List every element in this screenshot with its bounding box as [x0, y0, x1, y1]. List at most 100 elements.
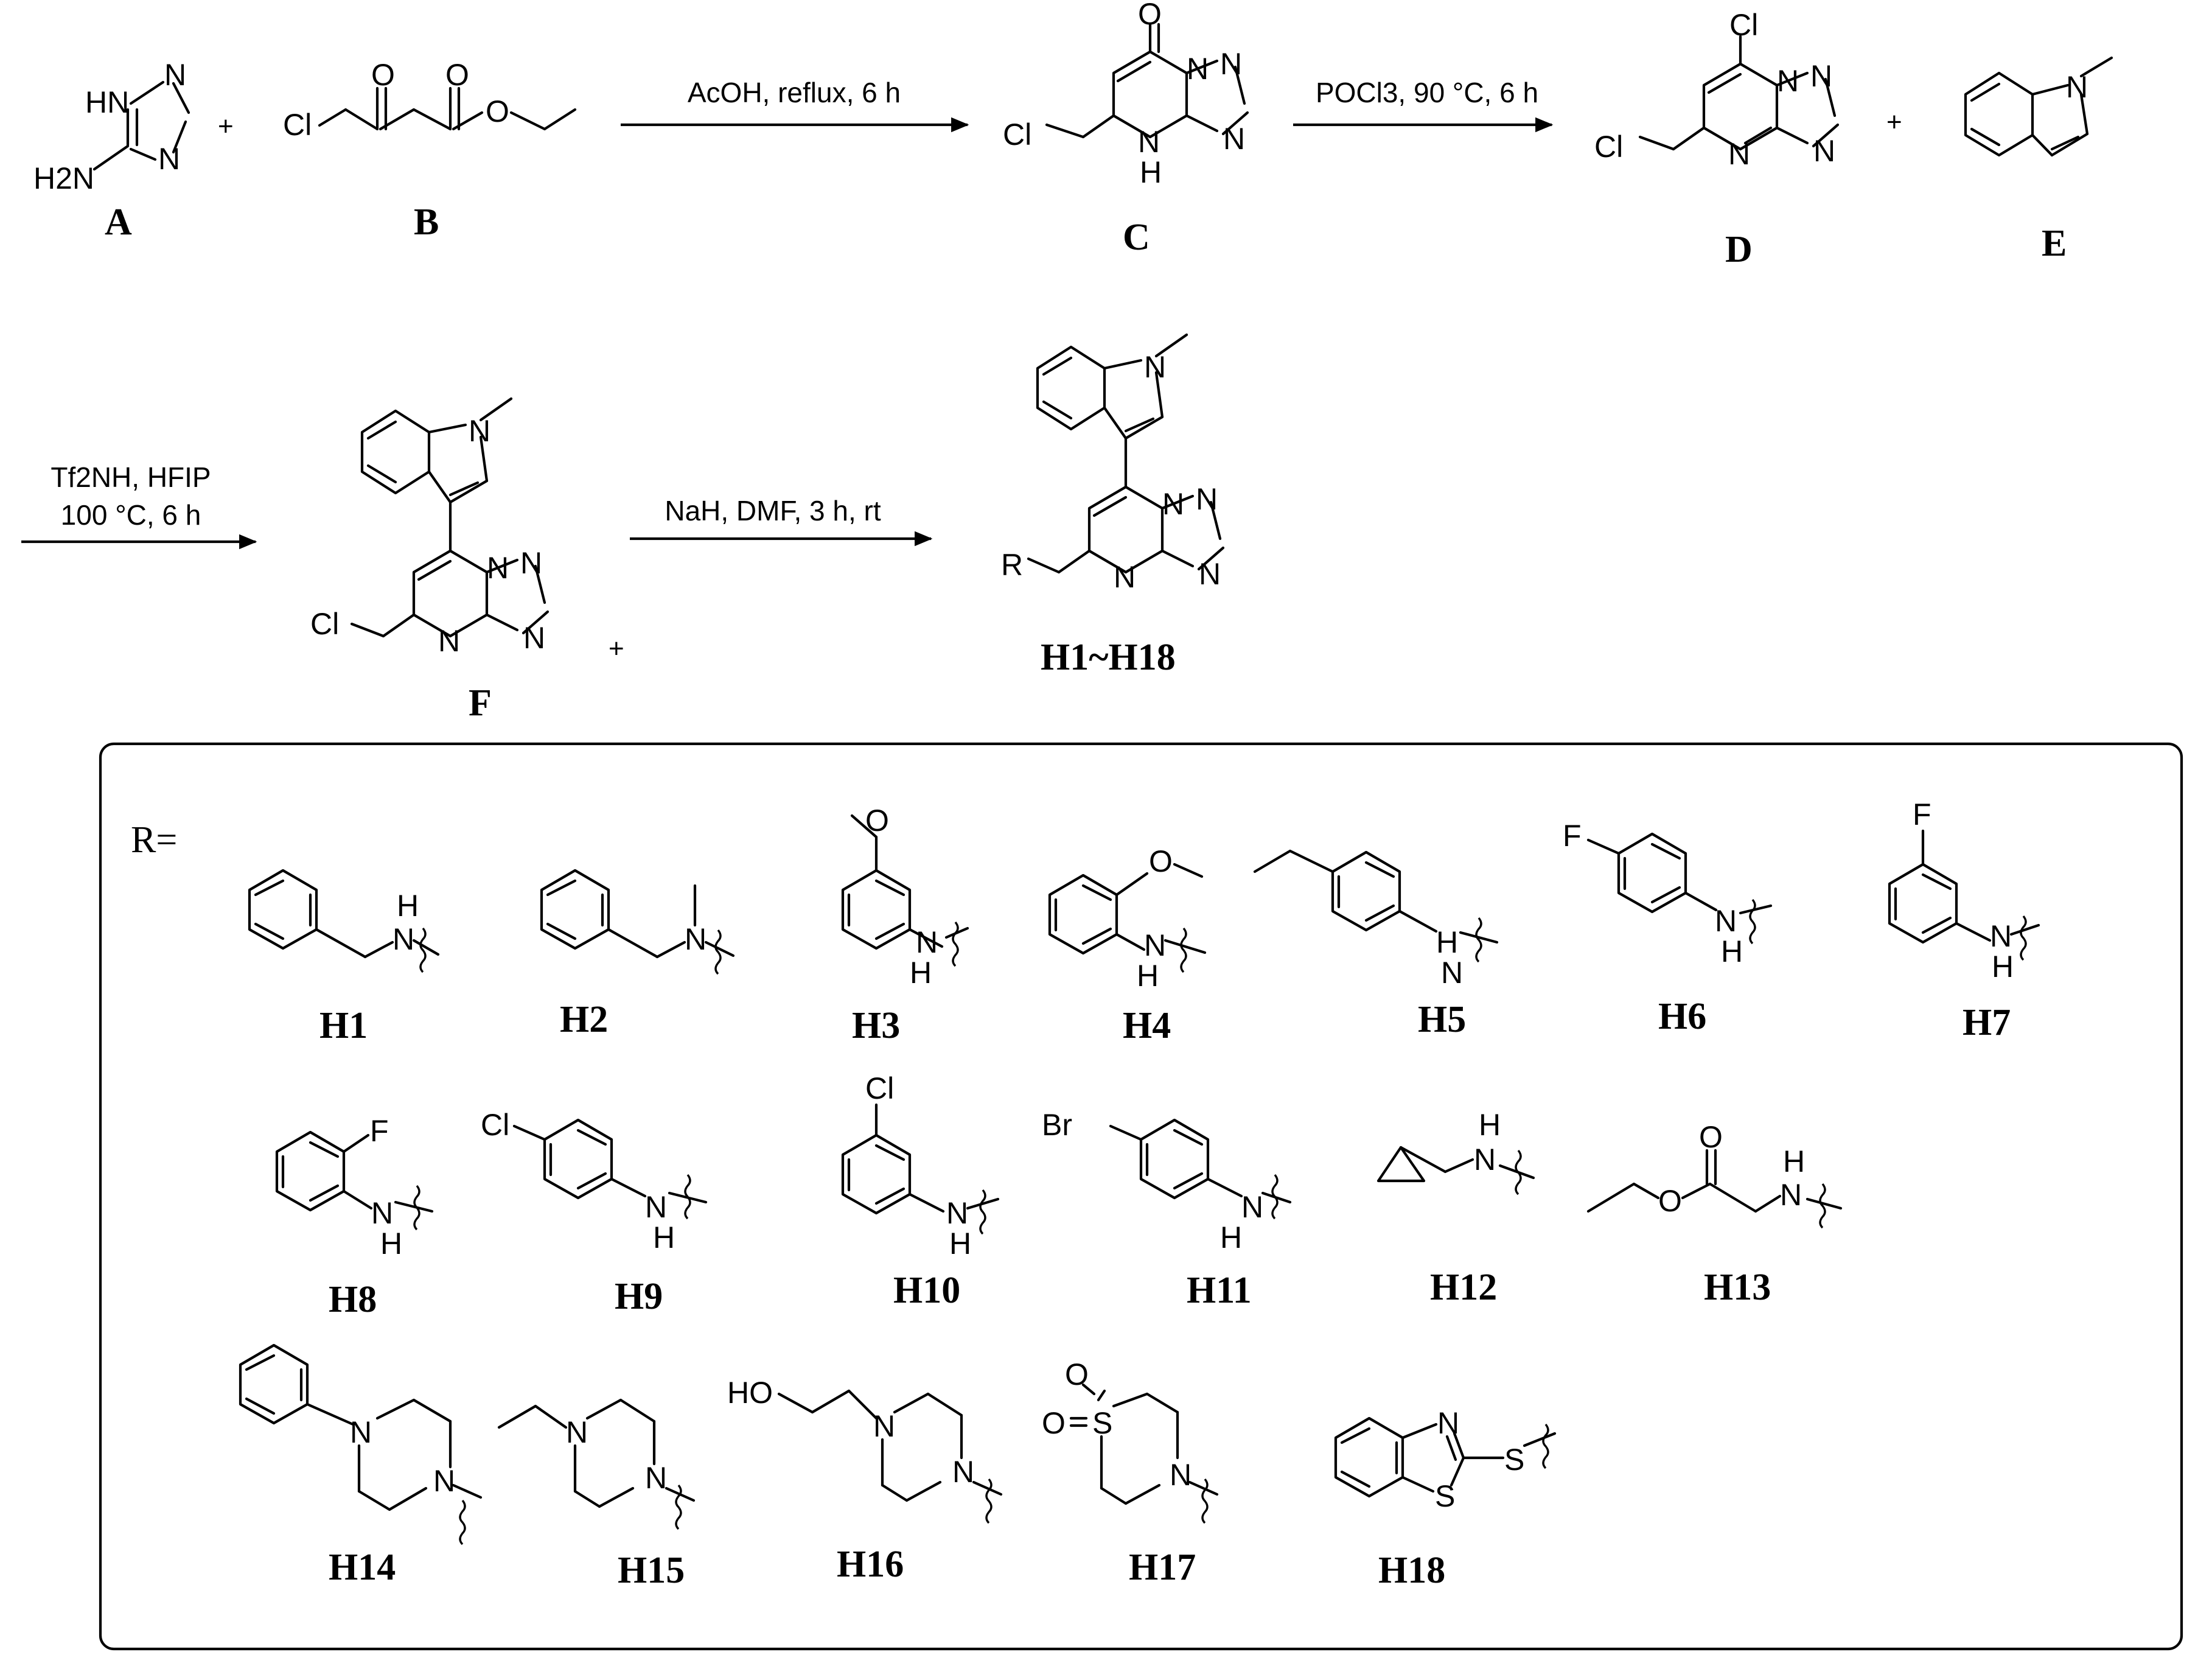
atom-n: N	[438, 624, 460, 658]
r-group-h7: F N H	[1888, 797, 2040, 984]
atom-cl: Cl	[1003, 117, 1031, 152]
r-group-h17: O O S N	[1042, 1357, 1219, 1524]
label-h4: H4	[1123, 1005, 1171, 1046]
atom-n: N	[393, 922, 414, 956]
atom-o: O	[1138, 0, 1162, 31]
r-group-h5: H N	[1253, 849, 1499, 990]
label-h8: H8	[329, 1279, 377, 1320]
atom-h2n: H2N	[33, 161, 94, 195]
atom-n: N	[1728, 137, 1750, 171]
r-group-h16: HO N N	[727, 1376, 1003, 1524]
atom-n: N	[1715, 904, 1737, 938]
label-h2: H2	[560, 999, 608, 1040]
r-group-h18: N S S	[1334, 1406, 1557, 1513]
atom-o: O	[1658, 1184, 1682, 1218]
atom-n: N	[1990, 919, 2012, 953]
label-h18: H18	[1378, 1550, 1445, 1591]
label-compound-f: F	[469, 682, 492, 724]
atom-n: N	[873, 1409, 895, 1443]
atom-n: N	[1187, 52, 1209, 86]
atom-n: N	[1199, 557, 1221, 591]
atom-n: N	[645, 1190, 667, 1224]
atom-n: N	[1144, 350, 1166, 384]
condition-step3-line1: Tf2NH, HFIP	[51, 461, 211, 493]
atom-n: N	[1162, 487, 1184, 521]
atom-n: N	[164, 58, 186, 92]
r-group-h4: O N H	[1048, 844, 1207, 993]
label-product-series: H1~H18	[1041, 637, 1176, 678]
r-group-h2: N	[540, 869, 735, 975]
atom-ho: HO	[727, 1376, 773, 1410]
atom-n: N	[487, 551, 509, 585]
atom-n: N	[916, 925, 938, 959]
atom-h: H	[397, 889, 419, 923]
atom-o: O	[1149, 844, 1173, 878]
atom-h: H	[1137, 959, 1159, 993]
atom-cl: Cl	[1729, 8, 1758, 42]
label-h10: H10	[893, 1270, 960, 1311]
r-group-panel	[99, 742, 2183, 1651]
atom-n: N	[1474, 1143, 1496, 1177]
atom-n: N	[1220, 47, 1242, 81]
atom-n: N	[433, 1464, 455, 1498]
atom-n: N	[952, 1455, 974, 1489]
condition-step4: NaH, DMF, 3 h, rt	[665, 495, 881, 527]
r-group-h6: F N H	[1563, 819, 1773, 968]
atom-h: H	[949, 1227, 971, 1261]
atom-h: H	[1479, 1108, 1501, 1142]
atom-cl: Cl	[1594, 130, 1623, 164]
atom-n: N	[685, 922, 707, 956]
compound-a-structure: HN N N H2N	[33, 58, 190, 195]
atom-o: O	[1042, 1406, 1066, 1440]
label-h12: H12	[1430, 1267, 1497, 1308]
atom-h: H	[1783, 1144, 1805, 1178]
label-compound-d: D	[1725, 229, 1753, 270]
label-h5: H5	[1418, 999, 1466, 1040]
atom-o: O	[1699, 1120, 1723, 1154]
product-structure: N N N N N R	[1001, 333, 1225, 594]
atom-o: O	[1065, 1357, 1089, 1391]
atom-o: O	[445, 58, 469, 92]
atom-n: N	[1437, 1406, 1459, 1440]
atom-n: N	[645, 1461, 667, 1495]
r-group-h8: F N H	[275, 1114, 434, 1261]
compound-e-structure: N	[1964, 56, 2113, 157]
atom-h: H	[380, 1227, 402, 1261]
atom-f: F	[1563, 819, 1582, 853]
atom-hn: HN	[85, 85, 129, 119]
atom-h: H	[1436, 925, 1458, 959]
compound-d-structure: Cl N N N N Cl	[1594, 8, 1840, 171]
atom-cl: Cl	[310, 607, 339, 641]
atom-n: N	[1780, 1178, 1802, 1212]
compound-f-structure: N N N N N Cl	[310, 397, 550, 658]
atom-h: H	[653, 1220, 675, 1255]
label-h11: H11	[1187, 1270, 1252, 1311]
atom-n: N	[1223, 122, 1245, 156]
atom-n: N	[1138, 125, 1160, 159]
r-group-h12: H N	[1376, 1108, 1535, 1195]
atom-f: F	[1913, 797, 1931, 831]
atom-r: R	[1001, 548, 1023, 582]
atom-n: N	[1114, 560, 1136, 594]
plus-sign: +	[218, 111, 234, 141]
atom-cl: Cl	[865, 1071, 894, 1105]
r-group-h10: Cl N H	[841, 1071, 1000, 1261]
label-h9: H9	[615, 1276, 663, 1317]
atom-n: N	[946, 1196, 968, 1230]
r-group-h9: Cl N H	[481, 1108, 708, 1255]
r-group-h1: H N	[248, 869, 440, 973]
atom-s: S	[1504, 1443, 1524, 1477]
atom-f: F	[370, 1114, 389, 1148]
label-compound-b: B	[414, 201, 439, 243]
atom-n: N	[520, 546, 542, 580]
label-h16: H16	[837, 1544, 904, 1585]
label-compound-c: C	[1123, 217, 1150, 258]
label-h1: H1	[319, 1005, 368, 1046]
atom-br: Br	[1042, 1108, 1072, 1142]
atom-n: N	[566, 1415, 588, 1449]
atom-h: H	[1220, 1220, 1242, 1255]
label-h17: H17	[1129, 1547, 1196, 1588]
atom-s: S	[1435, 1479, 1455, 1513]
atom-o: O	[371, 58, 395, 92]
